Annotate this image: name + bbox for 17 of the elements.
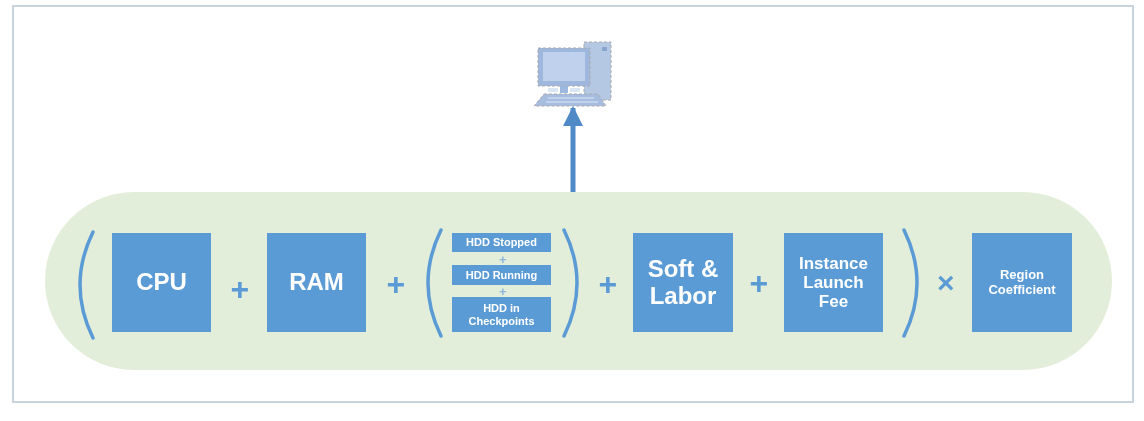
cost-box: CPU <box>112 233 211 332</box>
cost-box: HDD Running <box>452 265 551 285</box>
operator-sign: + <box>230 273 250 305</box>
operator-sign: + <box>598 268 618 300</box>
operator-sign: + <box>749 267 769 299</box>
cost-box: HDD in Checkpoints <box>452 297 551 332</box>
cost-box: RAM <box>267 233 366 332</box>
computer-icon <box>532 40 614 108</box>
cost-box: Instance Launch Fee <box>784 233 883 332</box>
operator-sign: + <box>499 284 507 298</box>
cost-box: Region Coefficient <box>972 233 1072 332</box>
operator-sign: × <box>937 268 955 298</box>
operator-sign: + <box>386 268 406 300</box>
cost-box: Soft & Labor <box>633 233 733 332</box>
operator-sign: + <box>499 252 507 266</box>
cost-box: HDD Stopped <box>452 233 551 252</box>
arrow <box>563 106 583 192</box>
